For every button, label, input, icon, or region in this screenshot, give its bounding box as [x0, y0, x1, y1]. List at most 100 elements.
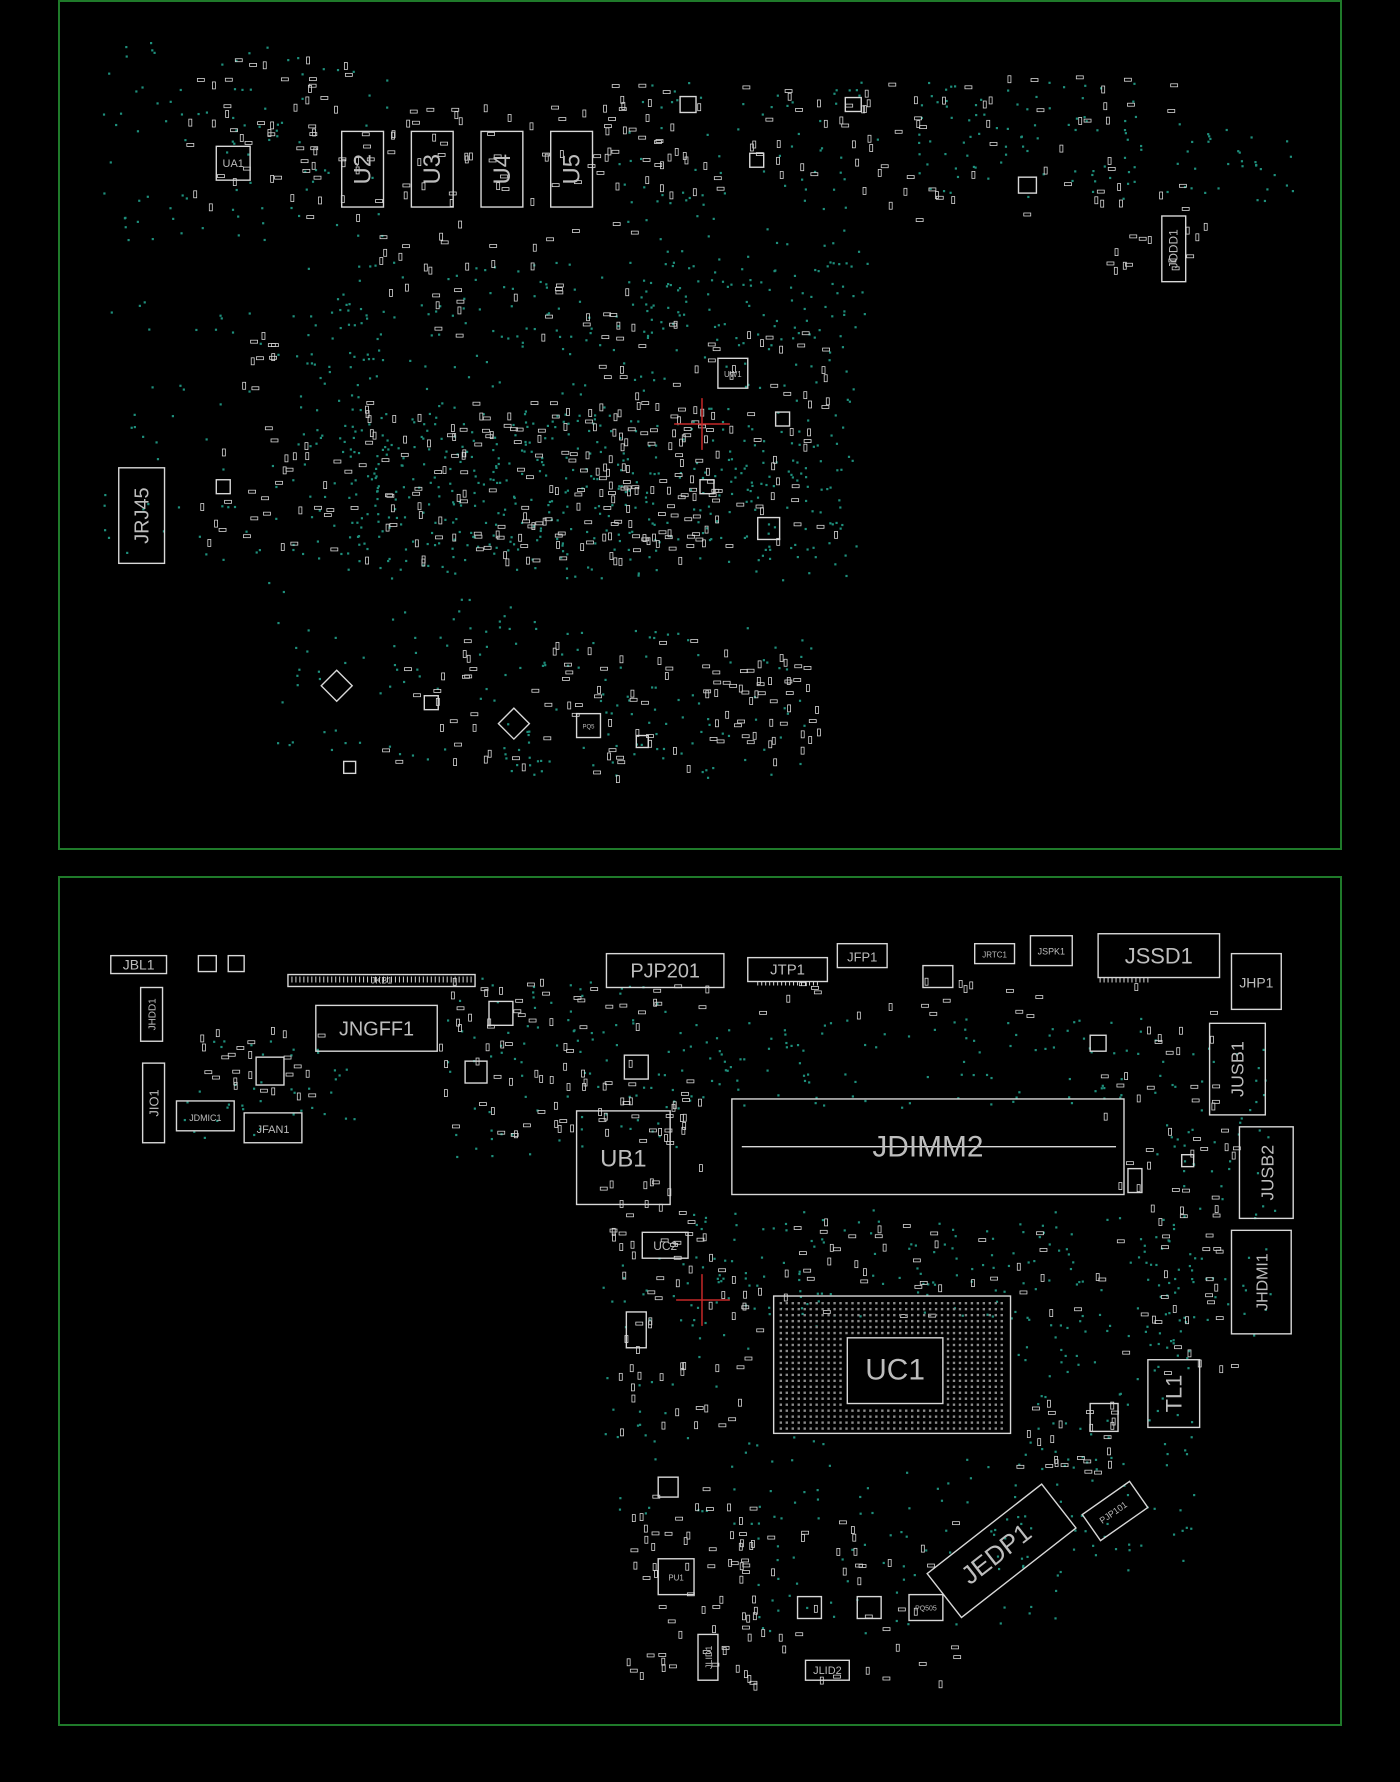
- via: [933, 1028, 936, 1031]
- connector-jhp1[interactable]: [1230, 952, 1282, 1011]
- connector-jhdmi1[interactable]: [1230, 1229, 1292, 1335]
- bga-ball: [946, 1313, 950, 1317]
- bga-ball: [827, 1391, 830, 1394]
- chip-small[interactable]: [215, 479, 231, 495]
- via: [275, 485, 278, 489]
- chip-rotated[interactable]: [320, 669, 354, 703]
- smd-pad: [461, 451, 466, 460]
- smd-pad: [487, 132, 495, 136]
- connector-jlid1[interactable]: [697, 1633, 719, 1681]
- chip-small[interactable]: [342, 760, 357, 775]
- chip-ua1[interactable]: [215, 145, 251, 181]
- bga-ball: [839, 1319, 842, 1323]
- smd-pad: [367, 415, 372, 424]
- chip-uc3[interactable]: [1089, 1402, 1119, 1433]
- chip-u2[interactable]: [340, 130, 385, 208]
- chip-small[interactable]: [657, 1476, 679, 1498]
- component-pjp101[interactable]: [1081, 1480, 1149, 1542]
- component-tl1[interactable]: [1147, 1359, 1201, 1429]
- chip-small[interactable]: [1089, 1034, 1107, 1052]
- connector-jdmic1[interactable]: [175, 1100, 235, 1132]
- via: [371, 176, 374, 179]
- connector-jlid2[interactable]: [804, 1659, 850, 1681]
- via: [962, 1060, 966, 1064]
- chip-uc1[interactable]: [772, 1295, 1012, 1435]
- connector-jtp1[interactable]: [747, 956, 829, 983]
- connector-jspk1[interactable]: [1029, 935, 1073, 967]
- via: [836, 469, 839, 472]
- chip-pq-a[interactable]: [796, 1595, 823, 1620]
- bga-ball: [863, 1409, 866, 1412]
- via: [919, 1272, 922, 1275]
- smd-pad: [412, 120, 420, 125]
- via: [353, 450, 356, 454]
- via: [619, 437, 622, 440]
- connector-jodd1[interactable]: [1161, 215, 1187, 283]
- chip-small[interactable]: [757, 516, 781, 541]
- chip-ub1[interactable]: [575, 1110, 671, 1206]
- connector-jbl1[interactable]: [110, 954, 168, 975]
- chip-u5[interactable]: [550, 130, 594, 208]
- connector-jssd1[interactable]: [1097, 933, 1221, 979]
- via: [372, 357, 375, 361]
- connector-jusb2[interactable]: [1238, 1126, 1294, 1220]
- slot-jdimm2[interactable]: [731, 1098, 1125, 1196]
- chip-pq505[interactable]: [908, 1593, 944, 1622]
- chip-u3[interactable]: [410, 130, 454, 208]
- chip-small[interactable]: [774, 411, 791, 427]
- chip-small[interactable]: [844, 96, 862, 113]
- chip-small[interactable]: [488, 1000, 514, 1027]
- connector-jusb1[interactable]: [1208, 1022, 1267, 1116]
- connector-jngff1[interactable]: [315, 1004, 438, 1052]
- connector-jkb1[interactable]: [287, 973, 476, 988]
- smd-pad: [305, 1069, 310, 1078]
- chip-uw1[interactable]: [717, 357, 749, 389]
- chip-small[interactable]: [625, 1311, 647, 1349]
- smd-pad: [300, 159, 309, 164]
- chip-small[interactable]: [227, 954, 245, 973]
- chip-rotated[interactable]: [497, 707, 531, 741]
- via: [1253, 1334, 1256, 1337]
- chip-small[interactable]: [1181, 1153, 1195, 1168]
- connector-pjp201[interactable]: [605, 952, 725, 989]
- connector-jio1[interactable]: [141, 1062, 166, 1144]
- chip-pu1[interactable]: [657, 1558, 695, 1596]
- connector-jedp1[interactable]: [926, 1483, 1077, 1619]
- smd-pad: [659, 640, 667, 645]
- smd-pad: [318, 196, 322, 205]
- chip-small[interactable]: [679, 95, 697, 114]
- chip-u4[interactable]: [480, 130, 524, 208]
- via: [709, 512, 712, 515]
- chip-pq5[interactable]: [575, 712, 602, 739]
- chip-small[interactable]: [1017, 176, 1038, 194]
- via: [585, 485, 588, 488]
- bga-ball: [958, 1379, 962, 1383]
- connector-jhdd1[interactable]: [139, 986, 164, 1042]
- connector-jfp1[interactable]: [836, 942, 888, 969]
- smd-pad: [556, 541, 560, 549]
- chip-small[interactable]: [699, 479, 715, 495]
- chip-small[interactable]: [1127, 1167, 1143, 1194]
- via: [385, 413, 388, 416]
- chip-pq-b[interactable]: [856, 1595, 882, 1620]
- connector-jfan1[interactable]: [243, 1112, 303, 1144]
- smd-pad: [269, 355, 277, 360]
- bga-ball: [803, 1361, 806, 1365]
- connector-jrtc1[interactable]: [974, 942, 1016, 965]
- via: [1134, 115, 1138, 119]
- via: [616, 1435, 619, 1439]
- chip-ub2[interactable]: [255, 1056, 285, 1086]
- chip-pq-c[interactable]: [922, 964, 954, 989]
- smd-pad: [537, 428, 546, 433]
- chip-small[interactable]: [197, 954, 217, 973]
- chip-small[interactable]: [635, 734, 649, 749]
- chip-uc2[interactable]: [641, 1231, 689, 1259]
- connector-jrj45[interactable]: [118, 467, 166, 565]
- via: [673, 90, 676, 93]
- chip-small[interactable]: [749, 152, 765, 168]
- via: [345, 303, 348, 306]
- chip-small[interactable]: [464, 1060, 488, 1084]
- chip-small[interactable]: [623, 1054, 649, 1080]
- smd-pad: [598, 1108, 602, 1116]
- chip-small[interactable]: [423, 695, 439, 711]
